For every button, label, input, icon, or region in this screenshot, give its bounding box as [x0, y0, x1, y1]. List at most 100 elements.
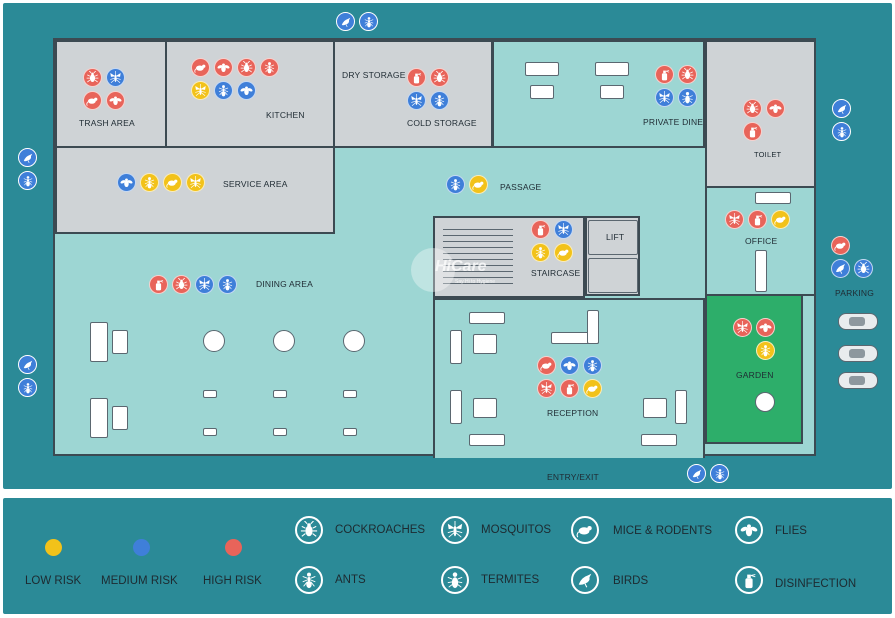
room-label-parking: PARKING: [835, 288, 875, 298]
legend-mosquitos: MOSQUITOS: [481, 524, 552, 536]
ant-icon: [832, 122, 851, 141]
cockroach-icon: [743, 99, 762, 118]
ant-icon: [531, 243, 550, 262]
disinfection-icon: [560, 379, 579, 398]
garden-room: [705, 294, 803, 444]
legend-cockroaches: COCKROACHES: [335, 524, 426, 536]
ant-icon: [583, 356, 602, 375]
room-label-dining-area: DINING AREA: [256, 279, 313, 289]
table: [112, 406, 128, 430]
fly-icon: [214, 58, 233, 77]
room-label-kitchen: KITCHEN: [266, 110, 305, 120]
table: [530, 85, 554, 99]
table: [473, 334, 497, 354]
legend-medium-risk: MEDIUM RISK: [101, 575, 178, 587]
room-label-cold-storage: COLD STORAGE: [407, 118, 477, 128]
floor-plan-frame: TRASH AREA KITCHEN DRY STORAGE COLD STOR…: [3, 3, 892, 489]
ant-icon: [260, 58, 279, 77]
sofa: [90, 322, 108, 362]
sofa: [90, 398, 108, 438]
rodent-icon: [771, 210, 790, 229]
ant-icon: [140, 173, 159, 192]
table: [203, 390, 217, 398]
mosquito-icon: [191, 81, 210, 100]
toilet-room: [705, 40, 816, 188]
rodent-icon: [571, 516, 599, 544]
fly-icon: [237, 81, 256, 100]
parked-car: [838, 345, 878, 362]
disinfection-icon: [743, 122, 762, 141]
sofa: [450, 390, 462, 424]
sofa: [450, 330, 462, 364]
legend-birds: BIRDS: [613, 575, 649, 587]
low-risk-dot: [45, 539, 62, 556]
fly-icon: [756, 318, 775, 337]
table: [203, 428, 217, 436]
sofa: [469, 312, 505, 324]
bird-icon: [336, 12, 355, 31]
cockroach-icon: [83, 68, 102, 87]
mosquito-icon: [655, 88, 674, 107]
rodent-icon: [83, 91, 102, 110]
mosquito-icon: [554, 220, 573, 239]
room-label-reception: RECEPTION: [547, 408, 599, 418]
chair: [273, 330, 295, 352]
ant-icon: [710, 464, 729, 483]
room-label-entry-exit: ENTRY/EXIT: [547, 472, 599, 482]
disinfection-icon: [531, 220, 550, 239]
table: [273, 390, 287, 398]
legend-ants: ANTS: [335, 574, 366, 586]
parked-car: [838, 313, 878, 330]
legend-low-risk: LOW RISK: [25, 575, 82, 587]
cockroach-icon: [854, 259, 873, 278]
table: [525, 62, 559, 76]
rodent-icon: [469, 175, 488, 194]
table: [595, 62, 629, 76]
bird-icon: [571, 566, 599, 594]
hicare-tagline: Say Hi to Hygiene: [455, 279, 496, 285]
bird-icon: [687, 464, 706, 483]
room-label-private-dine: PRIVATE DINE: [643, 117, 704, 127]
cockroach-icon: [172, 275, 191, 294]
parked-car: [838, 372, 878, 389]
disinfection-icon: [655, 65, 674, 84]
room-label-trash-area: TRASH AREA: [79, 118, 135, 128]
medium-risk-dot: [133, 539, 150, 556]
fly-icon: [117, 173, 136, 192]
ant-icon: [214, 81, 233, 100]
table: [273, 428, 287, 436]
office-sofa: [755, 192, 791, 204]
mosquito-icon: [407, 91, 426, 110]
reception-room: [433, 298, 705, 458]
ant-icon: [430, 91, 449, 110]
ant-icon: [359, 12, 378, 31]
table: [343, 428, 357, 436]
table: [643, 398, 667, 418]
mosquito-icon: [195, 275, 214, 294]
cockroach-icon: [237, 58, 256, 77]
table: [343, 390, 357, 398]
cockroach-icon: [430, 68, 449, 87]
ant-icon: [18, 171, 37, 190]
ant-icon: [18, 378, 37, 397]
table: [112, 330, 128, 354]
room-label-toilet: TOILET: [754, 150, 782, 159]
lift-car: [588, 220, 638, 255]
room-label-garden: GARDEN: [736, 370, 774, 380]
room-label-staircase: STAIRCASE: [531, 268, 581, 278]
hicare-logo: [411, 248, 455, 292]
legend-high-risk: HIGH RISK: [203, 575, 262, 587]
rodent-icon: [583, 379, 602, 398]
sofa: [675, 390, 687, 424]
ant-icon: [295, 566, 323, 594]
hicare-logo-text: HiCare: [435, 258, 487, 275]
mosquito-icon: [733, 318, 752, 337]
bird-icon: [18, 355, 37, 374]
room-label-service-area: SERVICE AREA: [223, 179, 288, 189]
cockroach-icon: [678, 65, 697, 84]
fly-icon: [766, 99, 785, 118]
bird-icon: [18, 148, 37, 167]
ant-icon: [446, 175, 465, 194]
termite-icon: [441, 566, 469, 594]
office-desk: [755, 250, 767, 292]
